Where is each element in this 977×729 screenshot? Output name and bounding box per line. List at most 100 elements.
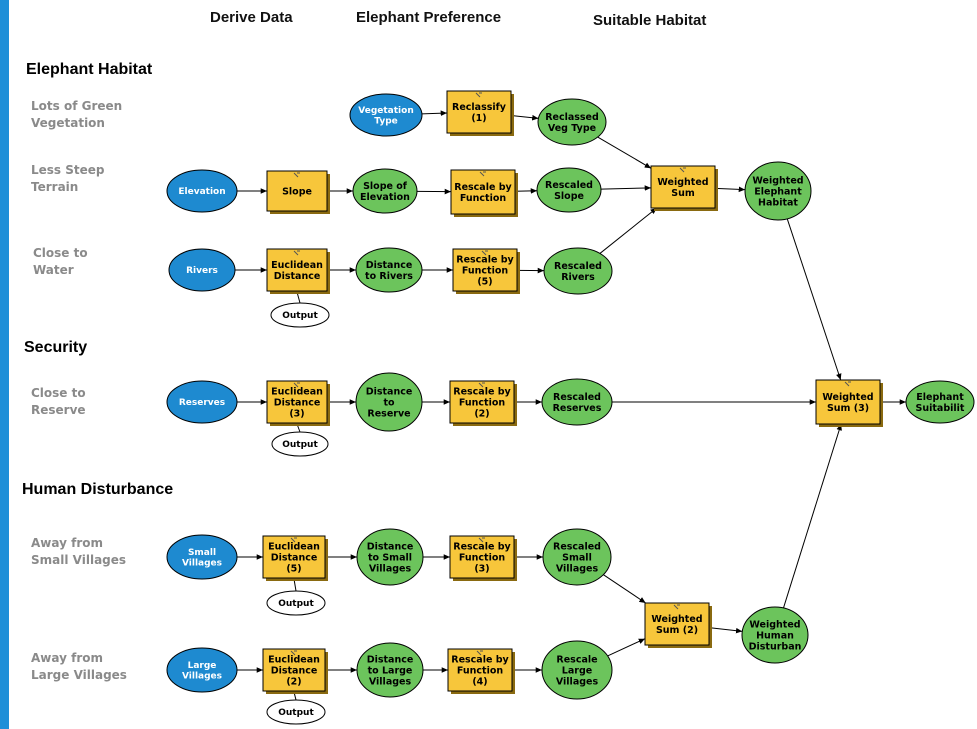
connector-rescale-fn-to-rescaled-slope <box>514 188 538 194</box>
node-label-line: to Rivers <box>365 271 413 282</box>
node-label-line: Rescale by <box>454 182 512 193</box>
tool-node-slope-tool[interactable]: Slope <box>266 170 330 214</box>
connector-weighted-habitat-to-weighted-sum3 <box>786 218 842 381</box>
output-ellipse <box>356 642 424 698</box>
node-label-line: Distance <box>367 541 414 552</box>
node-label-line: Type <box>374 116 397 126</box>
node-label-line: Human <box>756 630 794 641</box>
tool-glyph-icon <box>478 537 485 543</box>
node-label-line: Reserves <box>553 403 602 414</box>
node-label-line: Function <box>459 552 505 563</box>
node-label-line: (4) <box>472 676 487 687</box>
tool-box <box>450 169 516 215</box>
node-label-line: Distance <box>271 665 318 676</box>
node-label-line: Reserve <box>367 408 410 419</box>
node-label-line: Euclidean <box>268 654 320 665</box>
output-ellipse <box>355 247 423 293</box>
tool-box <box>449 380 515 424</box>
output-ellipse <box>744 161 812 221</box>
aux-node-output-3[interactable]: Output <box>266 590 326 616</box>
node-label-line: Function <box>459 397 505 408</box>
output-ellipse <box>537 98 607 146</box>
tool-box <box>449 535 515 579</box>
connector-weighted-sum-to-weighted-habitat <box>714 186 746 193</box>
tool-node-reclassify1[interactable]: Reclassify(1) <box>446 90 514 136</box>
tool-glyph-icon <box>673 604 680 610</box>
tool-box <box>644 602 710 646</box>
tool-glyph-icon <box>481 250 488 256</box>
node-label-line: Suitabilit <box>916 403 965 414</box>
node-label-line: Distance <box>366 260 413 271</box>
node-label-line: Villages <box>556 676 599 687</box>
node-label-line: (3) <box>289 408 304 419</box>
node-label-line: Rescale by <box>453 541 511 552</box>
node-label-line: Rescaled <box>554 261 602 272</box>
tool-glyph-icon <box>679 167 686 173</box>
input-node-elevation[interactable]: Elevation <box>166 169 238 213</box>
aux-node-output-1[interactable]: Output <box>270 302 330 328</box>
node-label-line: Rescale by <box>451 654 509 665</box>
tool-box <box>262 648 326 692</box>
section-title-human-disturbance: Human Disturbance <box>22 481 174 498</box>
node-label-line: to Small <box>368 552 412 563</box>
connector-rescale-large-to-weighted-sum2 <box>607 638 646 657</box>
input-node-rivers[interactable]: Rivers <box>168 248 236 292</box>
node-label-line: Vegetation <box>358 106 413 116</box>
node-label-line: Slope <box>282 186 312 197</box>
column-header-derive-data: Derive Data <box>210 9 293 26</box>
aux-node-output-2[interactable]: Output <box>271 431 329 457</box>
section-title-elephant-habitat: Elephant Habitat <box>26 61 153 78</box>
connector-weighted-human-to-weighted-sum3 <box>783 423 842 609</box>
node-label-line: (5) <box>286 563 301 574</box>
tool-box <box>266 170 328 212</box>
connector-rescaled-small-to-weighted-sum2 <box>603 574 646 604</box>
tool-glyph-icon <box>290 650 297 656</box>
connector-reclassify1-to-reclassed-veg <box>510 114 539 121</box>
tool-glyph-icon <box>293 250 300 256</box>
node-label-line: Euclidean <box>271 386 323 397</box>
criterion-close-to-water: Close to Water <box>33 246 88 277</box>
node-label-line: Disturban <box>749 641 802 652</box>
output-ellipse <box>905 380 975 424</box>
node-label-line: Large <box>188 661 217 671</box>
tool-glyph-icon <box>476 650 483 656</box>
output-ellipse <box>543 247 613 295</box>
input-ellipse <box>166 647 238 693</box>
criterion-less-steep-terrain: Less Steep Terrain <box>31 163 105 194</box>
tool-glyph-icon <box>290 537 297 543</box>
node-label-line: Function <box>462 265 508 276</box>
input-node-reserves[interactable]: Reserves <box>166 380 238 424</box>
aux-node-output-4[interactable]: Output <box>266 699 326 725</box>
output-ellipse <box>741 606 809 664</box>
node-label-line: Rescale by <box>453 386 511 397</box>
